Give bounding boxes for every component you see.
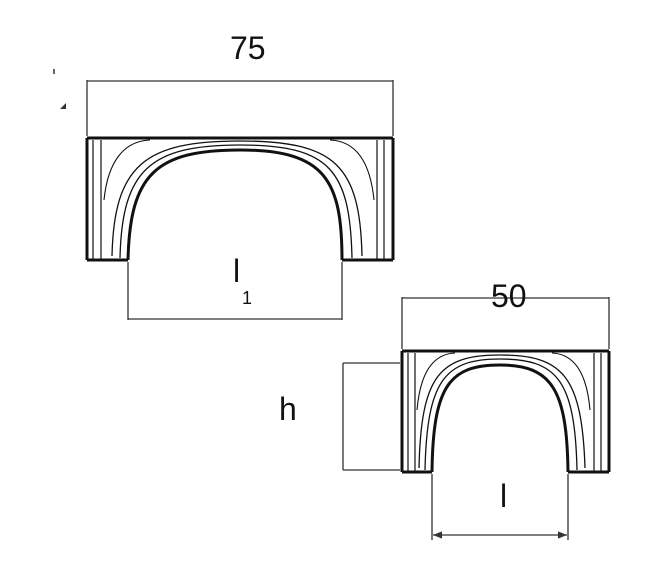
small-handle-dimensions [343,297,609,540]
small-height-label: h [279,391,297,427]
corner-mark-arrow [60,103,66,109]
small-handle [402,351,609,472]
small-width-label: 50 [491,278,527,314]
small-inner-label: l [500,478,508,514]
small-handle-inner-arch [432,365,568,472]
large-handle-dimensions [87,80,393,320]
large-width-label: 75 [230,30,266,66]
large-handle-inner-arch [128,150,342,260]
large-handle [87,138,393,260]
large-inner-label: l [233,253,241,289]
large-inner-label-subscript: 1 [242,288,253,308]
